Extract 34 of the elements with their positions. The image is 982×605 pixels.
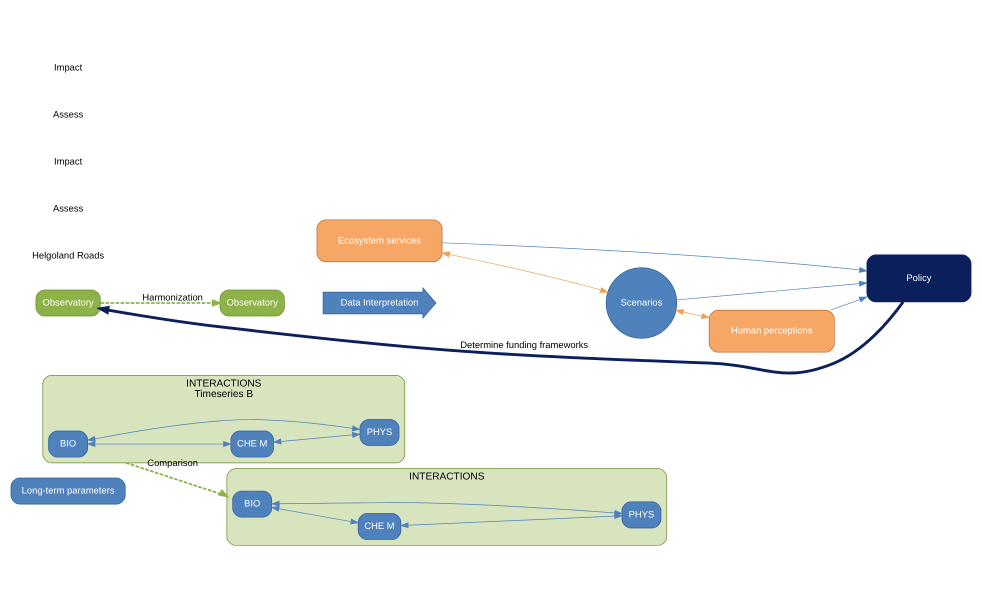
- node-box: Policy: [866, 254, 972, 302]
- node-box: BIO: [232, 490, 272, 517]
- node-box: Observatory: [36, 289, 101, 316]
- node-box: Ecosystem services: [316, 218, 442, 262]
- node-box: Long-term parameters: [10, 477, 126, 504]
- arrow: [400, 512, 623, 528]
- arrow: [830, 296, 868, 310]
- edge-label: Determine funding frameworks: [460, 338, 588, 350]
- node-box: PHYS: [360, 418, 400, 446]
- label: Impact: [54, 154, 82, 166]
- edge-label: Harmonization: [142, 290, 203, 302]
- arrow: [442, 242, 868, 272]
- arrow: [441, 250, 609, 292]
- node-box: CHE M: [230, 430, 274, 457]
- node-box: Human perceptions: [708, 309, 835, 352]
- node-label: Timeseries B: [194, 388, 254, 400]
- label: Assess: [52, 108, 84, 119]
- label: Helgoland Roads: [32, 248, 104, 260]
- node-box: BIO: [48, 430, 88, 457]
- label: Impact: [54, 60, 82, 72]
- arrow: [270, 505, 360, 524]
- node-box: PHYS: [622, 501, 662, 528]
- arrow: [126, 462, 230, 498]
- node-box: Observatory: [220, 289, 285, 316]
- node-box: CHE M: [358, 512, 402, 540]
- node-circle: Scenarios: [606, 266, 678, 338]
- arrow: [86, 440, 232, 447]
- arrow: [86, 418, 361, 442]
- arrow: [272, 431, 361, 444]
- arrow: [96, 300, 904, 374]
- arrow: [100, 298, 223, 306]
- label: Assess: [52, 202, 84, 213]
- arrow: [674, 308, 710, 318]
- arrow: [676, 280, 868, 300]
